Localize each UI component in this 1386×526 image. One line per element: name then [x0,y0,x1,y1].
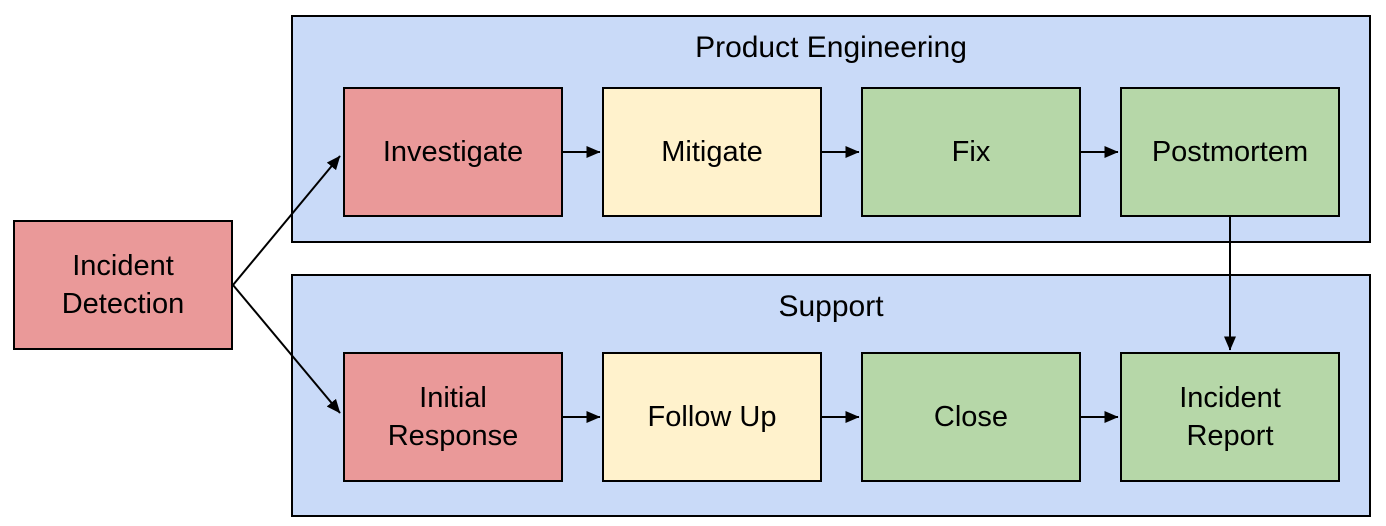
node-follow-up: Follow Up [602,352,822,482]
node-close: Close [861,352,1081,482]
node-initial-response: Initial Response [343,352,563,482]
lane-title-product-engineering: Product Engineering [695,31,967,64]
node-fix: Fix [861,87,1081,217]
lane-title-support: Support [778,290,884,323]
node-incident-report: Incident Report [1120,352,1340,482]
node-incident-detection: Incident Detection [13,220,233,350]
node-postmortem: Postmortem [1120,87,1340,217]
node-mitigate: Mitigate [602,87,822,217]
node-investigate: Investigate [343,87,563,217]
